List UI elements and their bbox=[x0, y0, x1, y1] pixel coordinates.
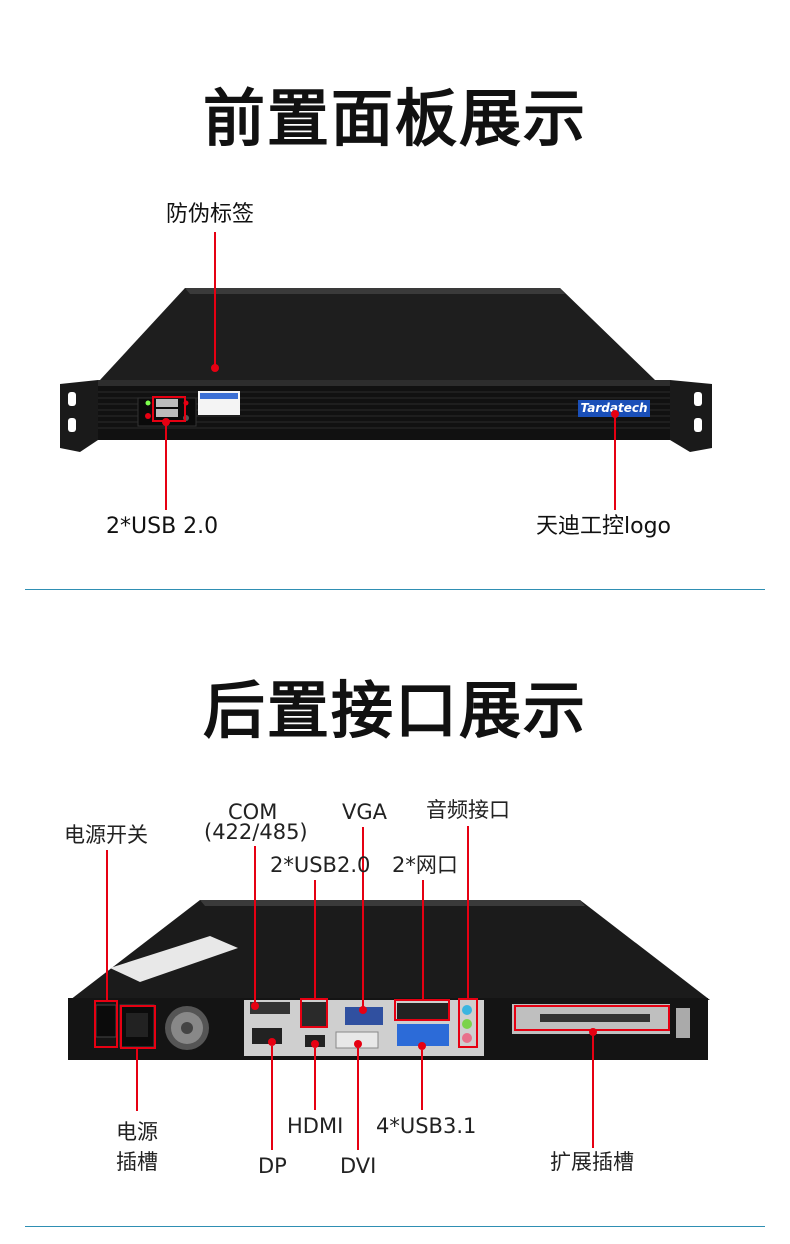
hdmi-callout-line bbox=[314, 1048, 316, 1110]
section-divider-bottom bbox=[25, 1226, 765, 1227]
usb31-callout-line bbox=[421, 1050, 423, 1110]
dp-callout-dot bbox=[268, 1038, 276, 1046]
lan-callout-line bbox=[422, 880, 424, 1000]
lan-highlight-box bbox=[394, 999, 450, 1021]
expansion-label: 扩展插槽 bbox=[550, 1150, 634, 1174]
com-label-line2: (422/485) bbox=[204, 820, 308, 844]
rear-chassis-image bbox=[68, 900, 710, 1060]
power-socket-callout-line bbox=[136, 1049, 138, 1111]
hdmi-callout-dot bbox=[311, 1040, 319, 1048]
dp-label: DP bbox=[258, 1154, 287, 1178]
power-socket-label-line2: 插槽 bbox=[116, 1150, 158, 1174]
vga-callout-dot bbox=[359, 1006, 367, 1014]
usb20-highlight-box bbox=[300, 998, 328, 1028]
dvi-callout-dot bbox=[354, 1040, 362, 1048]
power-switch-callout-line bbox=[106, 850, 108, 1000]
anti-counterfeit-label: 防伪标签 bbox=[166, 202, 255, 227]
usb-callout-line bbox=[165, 422, 167, 510]
power-socket-highlight-box bbox=[120, 1005, 156, 1049]
logo-callout-dot bbox=[611, 410, 619, 418]
hdmi-label: HDMI bbox=[287, 1114, 344, 1138]
rear-section-title: 后置接口展示 bbox=[202, 674, 587, 747]
audio-label: 音频接口 bbox=[426, 798, 510, 822]
vga-callout-line bbox=[362, 827, 364, 1007]
audio-callout-line bbox=[467, 826, 469, 998]
com-label-line1: COM bbox=[228, 800, 278, 824]
brand-badge-text: Tardatech bbox=[580, 401, 648, 415]
anti-counterfeit-callout-line bbox=[214, 232, 216, 368]
expansion-highlight-box bbox=[514, 1005, 670, 1031]
front-usb-label: 2*USB 2.0 bbox=[106, 514, 219, 539]
com-callout-dot bbox=[251, 1002, 259, 1010]
power-switch-highlight-box bbox=[94, 1000, 118, 1048]
front-section-title: 前置面板展示 bbox=[202, 82, 587, 155]
front-chassis-image bbox=[60, 288, 712, 452]
logo-callout-line bbox=[614, 416, 616, 510]
com-callout-line bbox=[254, 846, 256, 1002]
dp-callout-line bbox=[271, 1046, 273, 1150]
usb31-callout-dot bbox=[418, 1042, 426, 1050]
dvi-label: DVI bbox=[340, 1154, 377, 1178]
usb20-callout-line bbox=[314, 880, 316, 998]
logo-label: 天迪工控logo bbox=[536, 514, 671, 539]
vga-label: VGA bbox=[342, 800, 388, 824]
power-switch-label: 电源开关 bbox=[64, 823, 148, 847]
audio-highlight-box bbox=[458, 998, 478, 1048]
section-divider-top bbox=[25, 589, 765, 590]
lan-label: 2*网口 bbox=[392, 853, 458, 877]
usb31-label: 4*USB3.1 bbox=[376, 1114, 477, 1138]
expansion-callout-dot bbox=[589, 1028, 597, 1036]
dvi-callout-line bbox=[357, 1048, 359, 1150]
usb20-label: 2*USB2.0 bbox=[270, 853, 371, 877]
usb-highlight-box bbox=[152, 396, 186, 422]
expansion-callout-line bbox=[592, 1036, 594, 1148]
power-socket-label-line1: 电源 bbox=[116, 1120, 158, 1144]
anti-counterfeit-callout-dot bbox=[211, 364, 219, 372]
